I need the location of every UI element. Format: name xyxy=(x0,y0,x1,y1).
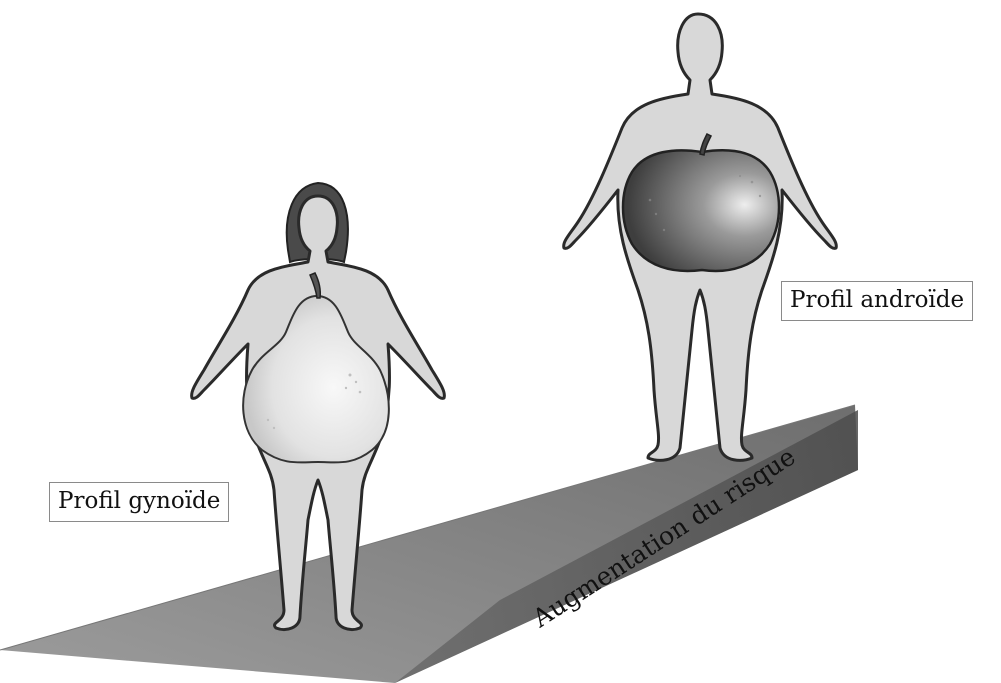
android-profile-label: Profil androïde xyxy=(781,281,973,321)
apple-shape xyxy=(623,150,779,271)
gynoid-profile-label: Profil gynoïde xyxy=(49,482,229,522)
